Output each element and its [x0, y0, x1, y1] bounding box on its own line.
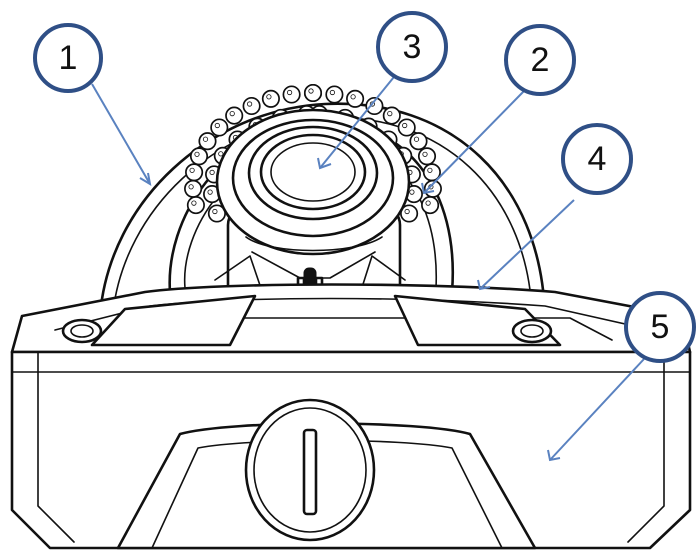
ir-led-highlight	[188, 184, 194, 190]
ir-led	[409, 132, 428, 151]
ir-led-highlight	[218, 151, 224, 157]
leader-line-2	[423, 90, 525, 194]
callout-1: 1	[33, 23, 103, 93]
ir-led-highlight	[212, 208, 218, 215]
callout-label-5: 5	[651, 308, 670, 346]
ir-led	[242, 96, 261, 116]
ir-led	[417, 147, 437, 166]
ir-led	[303, 83, 323, 103]
leader-line-3	[319, 71, 399, 169]
ir-led	[421, 196, 440, 215]
ir-led-highlight	[266, 94, 272, 100]
callout-label-4: 4	[588, 140, 607, 178]
ir-led	[210, 118, 229, 137]
ir-led	[382, 106, 401, 125]
ir-led-highlight	[229, 111, 235, 117]
ir-led-highlight	[409, 189, 415, 195]
ir-led-highlight	[202, 136, 209, 142]
ir-led-highlight	[387, 111, 393, 117]
ir-led-highlight	[404, 208, 410, 215]
callout-label-2: 2	[531, 41, 550, 79]
lens-assembly	[214, 108, 411, 313]
leader-lines	[91, 71, 645, 461]
ir-led-highlight	[191, 200, 197, 206]
callout-label-3: 3	[403, 28, 422, 66]
ir-led	[184, 179, 203, 198]
ir-led-highlight	[308, 88, 314, 94]
ir-led-highlight	[425, 200, 431, 206]
ir-led	[261, 89, 280, 108]
ir-led-highlight	[402, 122, 408, 129]
callout-4: 4	[561, 123, 633, 195]
leader-line-5	[549, 358, 645, 461]
arrowheads	[139, 157, 561, 462]
ir-led-highlight	[350, 94, 356, 100]
ir-led	[186, 196, 205, 215]
ir-led	[198, 132, 217, 151]
ir-led	[207, 204, 226, 223]
ir-led-highlight	[194, 151, 200, 157]
dome-base-flange	[10, 283, 692, 354]
ir-led	[365, 96, 384, 116]
ir-led-highlight	[209, 169, 215, 175]
callout-5: 5	[624, 291, 696, 363]
ir-led	[225, 106, 244, 125]
focus-knob	[244, 398, 376, 542]
ir-led	[189, 147, 209, 166]
leader-line-1	[91, 83, 151, 185]
ir-led-highlight	[207, 189, 213, 195]
callout-label-1: 1	[59, 39, 78, 77]
ir-led-highlight	[189, 167, 195, 173]
ir-led-highlight	[413, 136, 420, 142]
ir-led-highlight	[247, 101, 253, 107]
callout-3: 3	[376, 11, 448, 83]
ir-led-highlight	[329, 89, 335, 96]
ir-led	[325, 85, 344, 104]
ir-led	[282, 85, 301, 104]
ir-led	[397, 118, 416, 137]
ir-led-highlight	[286, 89, 293, 96]
leader-line-4	[479, 199, 575, 290]
ir-led	[346, 89, 365, 108]
ir-led	[185, 163, 204, 182]
callout-2: 2	[504, 24, 576, 96]
ir-led-highlight	[422, 151, 428, 157]
ir-led	[400, 204, 419, 223]
ir-led-highlight	[214, 122, 220, 129]
ir-led-highlight	[427, 167, 433, 173]
